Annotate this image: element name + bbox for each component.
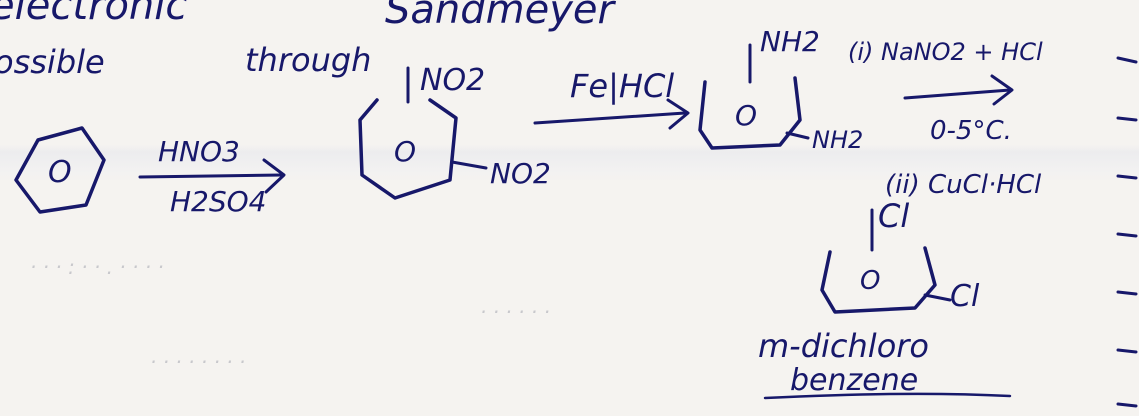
ring-3-top-substituent: NH2 — [760, 25, 820, 58]
nitration-reagent-bottom: H2SO4 — [170, 185, 267, 218]
bleed-through-text: · · · · · · · · — [150, 350, 246, 374]
reduction-reagent: Fe|HCl — [570, 67, 675, 105]
ring-3-side-substituent: NH2 — [812, 126, 864, 154]
nitration-arrow — [138, 173, 284, 179]
sandmeyer-reagent-bottom: (ii) CuCl·HCl — [885, 170, 1042, 200]
product-side-substituent: Cl — [950, 279, 980, 314]
bleed-through-text: · · · : · · . · · · · — [30, 255, 164, 279]
ring-2-top-substituent: NO2 — [420, 63, 486, 98]
nitration-arrow-head — [262, 158, 286, 194]
header-word-sandmeyer: Sandmeyer — [385, 0, 614, 33]
nitration-reagent-top: HNO3 — [158, 135, 240, 168]
product-top-substituent: Cl — [878, 197, 910, 235]
ring-1-label: O — [48, 155, 72, 190]
header-word-electronic: electronic — [0, 0, 188, 29]
product-name-line2: benzene — [790, 363, 919, 398]
product-side-bond — [923, 293, 952, 302]
sandmeyer-arrow — [903, 88, 1012, 100]
header-word-through: through — [245, 41, 372, 79]
reduction-arrow-head — [666, 98, 690, 130]
sandmeyer-arrow-head — [990, 74, 1014, 106]
header-word-possible: ossible — [0, 43, 105, 81]
benzene-ring-3 — [698, 76, 802, 150]
ring-3-side-bond — [785, 131, 810, 140]
product-ring-label: O — [860, 266, 881, 296]
benzene-ring-2 — [358, 98, 458, 200]
ring-2-label: O — [394, 135, 417, 168]
sandmeyer-reagent-top: (i) NaNO2 + HCl — [848, 38, 1043, 66]
reduction-arrow — [533, 111, 687, 125]
bleed-through-text: · · · · · · — [480, 300, 550, 324]
ring-2-side-substituent: NO2 — [490, 157, 551, 190]
benzene-ring-product — [820, 246, 937, 314]
benzene-ring-1 — [14, 126, 106, 214]
product-name-line1: m-dichloro — [758, 327, 929, 365]
name-underline — [763, 392, 1012, 400]
ring-2-side-bond — [450, 160, 488, 170]
sandmeyer-reagent-temperature: 0-5°C. — [930, 116, 1012, 146]
margin-marks — [1116, 56, 1138, 408]
ring-3-label: O — [735, 99, 758, 132]
